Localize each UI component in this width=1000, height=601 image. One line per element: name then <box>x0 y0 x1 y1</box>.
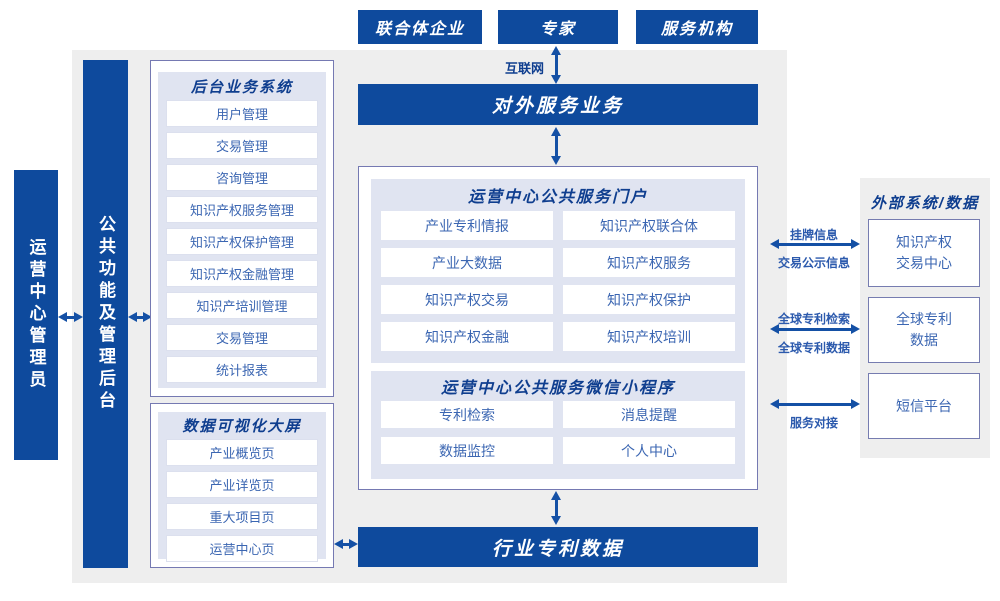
mini-program-item: 消息提醒 <box>563 401 735 428</box>
mini-program-title: 运营中心公共服务微信小程序 <box>440 380 675 397</box>
external-systems-title: 外部系统/数据 <box>870 195 980 212</box>
external-box-sms-platform: 短信平台 <box>868 373 980 439</box>
mini-program-item: 个人中心 <box>563 437 735 464</box>
portal-item: 产业专利情报 <box>381 211 553 240</box>
backend-item: 知识产权金融管理 <box>166 260 318 287</box>
data-screen-item: 产业概览页 <box>166 439 318 466</box>
arrow-datascreen-to-industry <box>334 539 358 549</box>
backend-item: 用户管理 <box>166 100 318 127</box>
connection-label-service-docking: 服务对接 <box>789 416 838 430</box>
actor-box-consortium: 联合体企业 <box>358 10 482 44</box>
backend-item: 咨询管理 <box>166 164 318 191</box>
arrow-bar-to-portal <box>551 127 561 165</box>
backend-item: 知识产培训管理 <box>166 292 318 319</box>
portal-item: 知识产权联合体 <box>563 211 735 240</box>
arrow-connection-sms <box>770 399 860 409</box>
data-screen-item: 产业详览页 <box>166 471 318 498</box>
portal-item: 知识产权保护 <box>563 285 735 314</box>
backend-item: 知识产权服务管理 <box>166 196 318 223</box>
backend-item: 知识产权保护管理 <box>166 228 318 255</box>
mini-program-item: 数据监控 <box>381 437 553 464</box>
arrow-admin-to-functions <box>58 312 83 322</box>
data-screen-item: 重大项目页 <box>166 503 318 530</box>
arrow-internet <box>551 46 561 84</box>
backend-system-title: 后台业务系统 <box>190 78 293 96</box>
data-screen-title: 数据可视化大屏 <box>182 418 302 435</box>
actor-box-service-org: 服务机构 <box>636 10 758 44</box>
portal-item: 知识产权培训 <box>563 322 735 351</box>
backend-system-box: 后台业务系统 用户管理 交易管理 咨询管理 知识产权服务管理 知识产权保护管理 … <box>150 60 334 397</box>
connection-label-global-patent-data: 全球专利数据 <box>777 341 850 355</box>
sidebar-operation-admin-label: 运营中心管理员 <box>26 238 46 392</box>
backend-item: 统计报表 <box>166 356 318 383</box>
external-service-bar: 对外服务业务 <box>358 84 758 125</box>
sidebar-operation-admin: 运营中心管理员 <box>14 170 58 460</box>
arrow-connection-trade-center <box>770 239 860 249</box>
sidebar-public-functions-label: 公共功能及管理后台 <box>96 215 115 413</box>
portal-item: 产业大数据 <box>381 248 553 277</box>
backend-item: 交易管理 <box>166 324 318 351</box>
portal-box: 运营中心公共服务门户 产业专利情报 知识产权联合体 产业大数据 知识产权服务 知… <box>358 166 758 490</box>
connection-label-listing-info: 挂牌信息 <box>789 228 838 242</box>
arrow-functions-to-backend <box>128 312 152 322</box>
industry-patent-bar: 行业专利数据 <box>358 527 758 567</box>
backend-item: 交易管理 <box>166 132 318 159</box>
mini-program-item: 专利检索 <box>381 401 553 428</box>
connection-label-global-patent-search: 全球专利检索 <box>777 312 850 326</box>
arrow-connection-global-patent <box>770 324 860 334</box>
portal-item: 知识产权金融 <box>381 322 553 351</box>
actor-box-expert: 专家 <box>498 10 618 44</box>
data-screen-box: 数据可视化大屏 产业概览页 产业详览页 重大项目页 运营中心页 <box>150 403 334 568</box>
mini-program-panel: 运营中心公共服务微信小程序 专利检索 消息提醒 数据监控 个人中心 <box>371 371 745 479</box>
portal-item: 知识产权服务 <box>563 248 735 277</box>
portal-title: 运营中心公共服务门户 <box>467 189 648 206</box>
portal-item: 知识产权交易 <box>381 285 553 314</box>
external-box-ip-trade-center: 知识产权 交易中心 <box>868 219 980 287</box>
data-screen-item: 运营中心页 <box>166 535 318 562</box>
external-box-global-patent-data: 全球专利 数据 <box>868 297 980 363</box>
connection-label-trade-publicity: 交易公示信息 <box>777 256 850 270</box>
internet-label: 互联网 <box>504 61 544 76</box>
sidebar-public-functions: 公共功能及管理后台 <box>83 60 128 568</box>
arrow-portal-to-industry <box>551 491 561 525</box>
portal-panel: 运营中心公共服务门户 产业专利情报 知识产权联合体 产业大数据 知识产权服务 知… <box>371 179 745 363</box>
